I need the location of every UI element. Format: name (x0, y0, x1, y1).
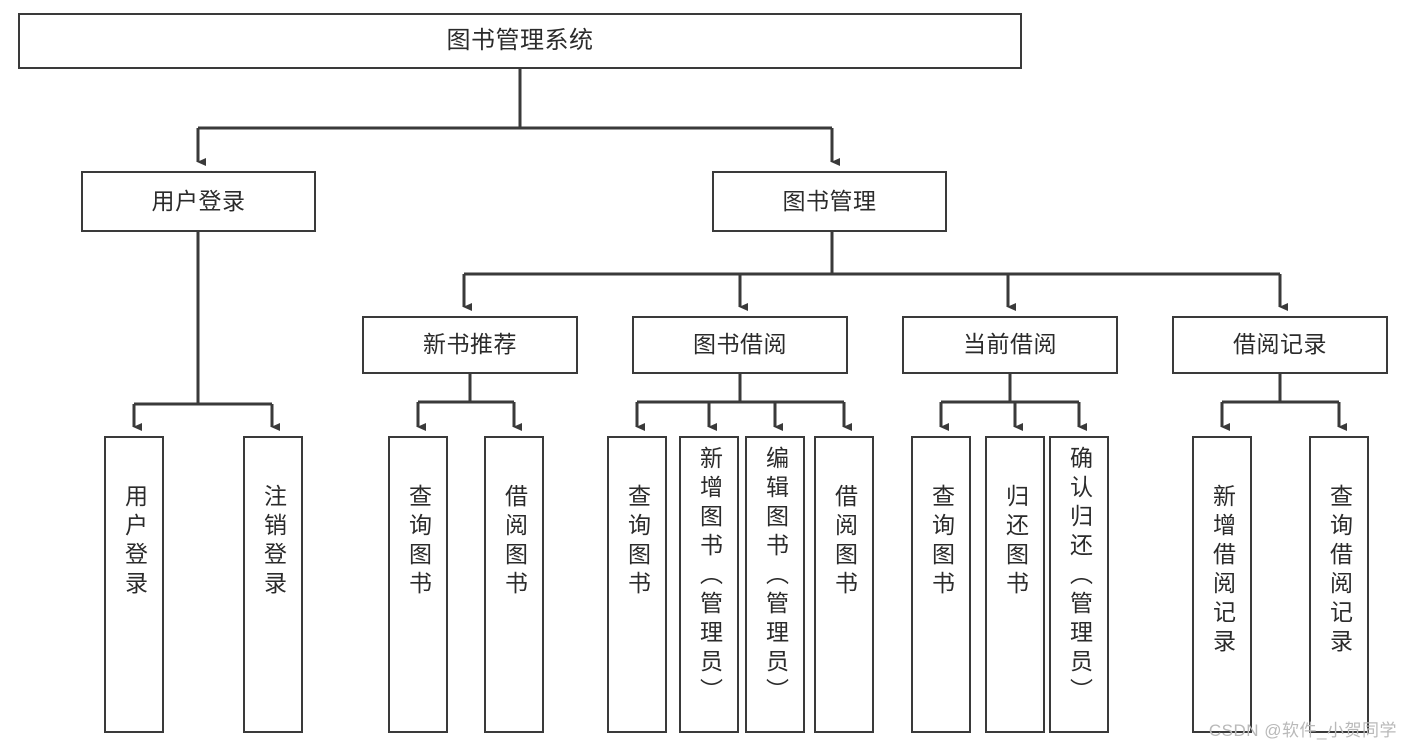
node-leaf-confirm-return[interactable]: 确认归还（管理员） (1049, 436, 1109, 733)
node-leaf-user-login[interactable]: 用户登录 (104, 436, 164, 733)
node-leaf-add-record[interactable]: 新增借阅记录 (1192, 436, 1252, 733)
node-leaf-query-book-2-label: 查询图书 (624, 484, 651, 600)
node-leaf-query-record[interactable]: 查询借阅记录 (1309, 436, 1369, 733)
node-book-borrow[interactable]: 图书借阅 (632, 316, 848, 374)
node-leaf-query-book-1[interactable]: 查询图书 (388, 436, 448, 733)
node-book-management[interactable]: 图书管理 (712, 171, 947, 232)
node-leaf-add-book-label: 新增图书（管理员） (696, 446, 723, 707)
node-leaf-edit-book[interactable]: 编辑图书（管理员） (745, 436, 805, 733)
node-leaf-return-book-label: 归还图书 (1002, 484, 1029, 600)
node-leaf-query-book-2[interactable]: 查询图书 (607, 436, 667, 733)
node-leaf-confirm-return-label: 确认归还（管理员） (1066, 446, 1093, 707)
node-current-borrow-label: 当前借阅 (963, 331, 1057, 358)
node-new-book-recommend[interactable]: 新书推荐 (362, 316, 578, 374)
node-borrow-records[interactable]: 借阅记录 (1172, 316, 1388, 374)
node-leaf-return-book[interactable]: 归还图书 (985, 436, 1045, 733)
node-root[interactable]: 图书管理系统 (18, 13, 1022, 69)
node-leaf-logout-label: 注销登录 (260, 484, 287, 600)
node-leaf-borrow-book-1-label: 借阅图书 (501, 484, 528, 600)
node-book-management-label: 图书管理 (782, 187, 877, 214)
node-leaf-borrow-book-2[interactable]: 借阅图书 (814, 436, 874, 733)
node-current-borrow[interactable]: 当前借阅 (902, 316, 1118, 374)
node-leaf-borrow-book-1[interactable]: 借阅图书 (484, 436, 544, 733)
node-user-login[interactable]: 用户登录 (81, 171, 316, 232)
node-user-login-label: 用户登录 (151, 187, 246, 214)
node-leaf-add-book[interactable]: 新增图书（管理员） (679, 436, 739, 733)
node-root-label: 图书管理系统 (446, 26, 594, 54)
node-book-borrow-label: 图书借阅 (693, 331, 787, 358)
node-leaf-add-record-label: 新增借阅记录 (1209, 484, 1236, 658)
node-leaf-borrow-book-2-label: 借阅图书 (831, 484, 858, 600)
node-new-book-recommend-label: 新书推荐 (423, 331, 517, 358)
node-borrow-records-label: 借阅记录 (1233, 331, 1327, 358)
node-leaf-query-book-3-label: 查询图书 (928, 484, 955, 600)
node-leaf-query-record-label: 查询借阅记录 (1326, 484, 1353, 658)
node-leaf-query-book-1-label: 查询图书 (405, 484, 432, 600)
node-leaf-user-login-label: 用户登录 (121, 484, 148, 600)
node-leaf-logout[interactable]: 注销登录 (243, 436, 303, 733)
watermark-text: CSDN @软件_小贺同学 (1208, 721, 1397, 740)
node-leaf-query-book-3[interactable]: 查询图书 (911, 436, 971, 733)
node-leaf-edit-book-label: 编辑图书（管理员） (762, 446, 789, 707)
